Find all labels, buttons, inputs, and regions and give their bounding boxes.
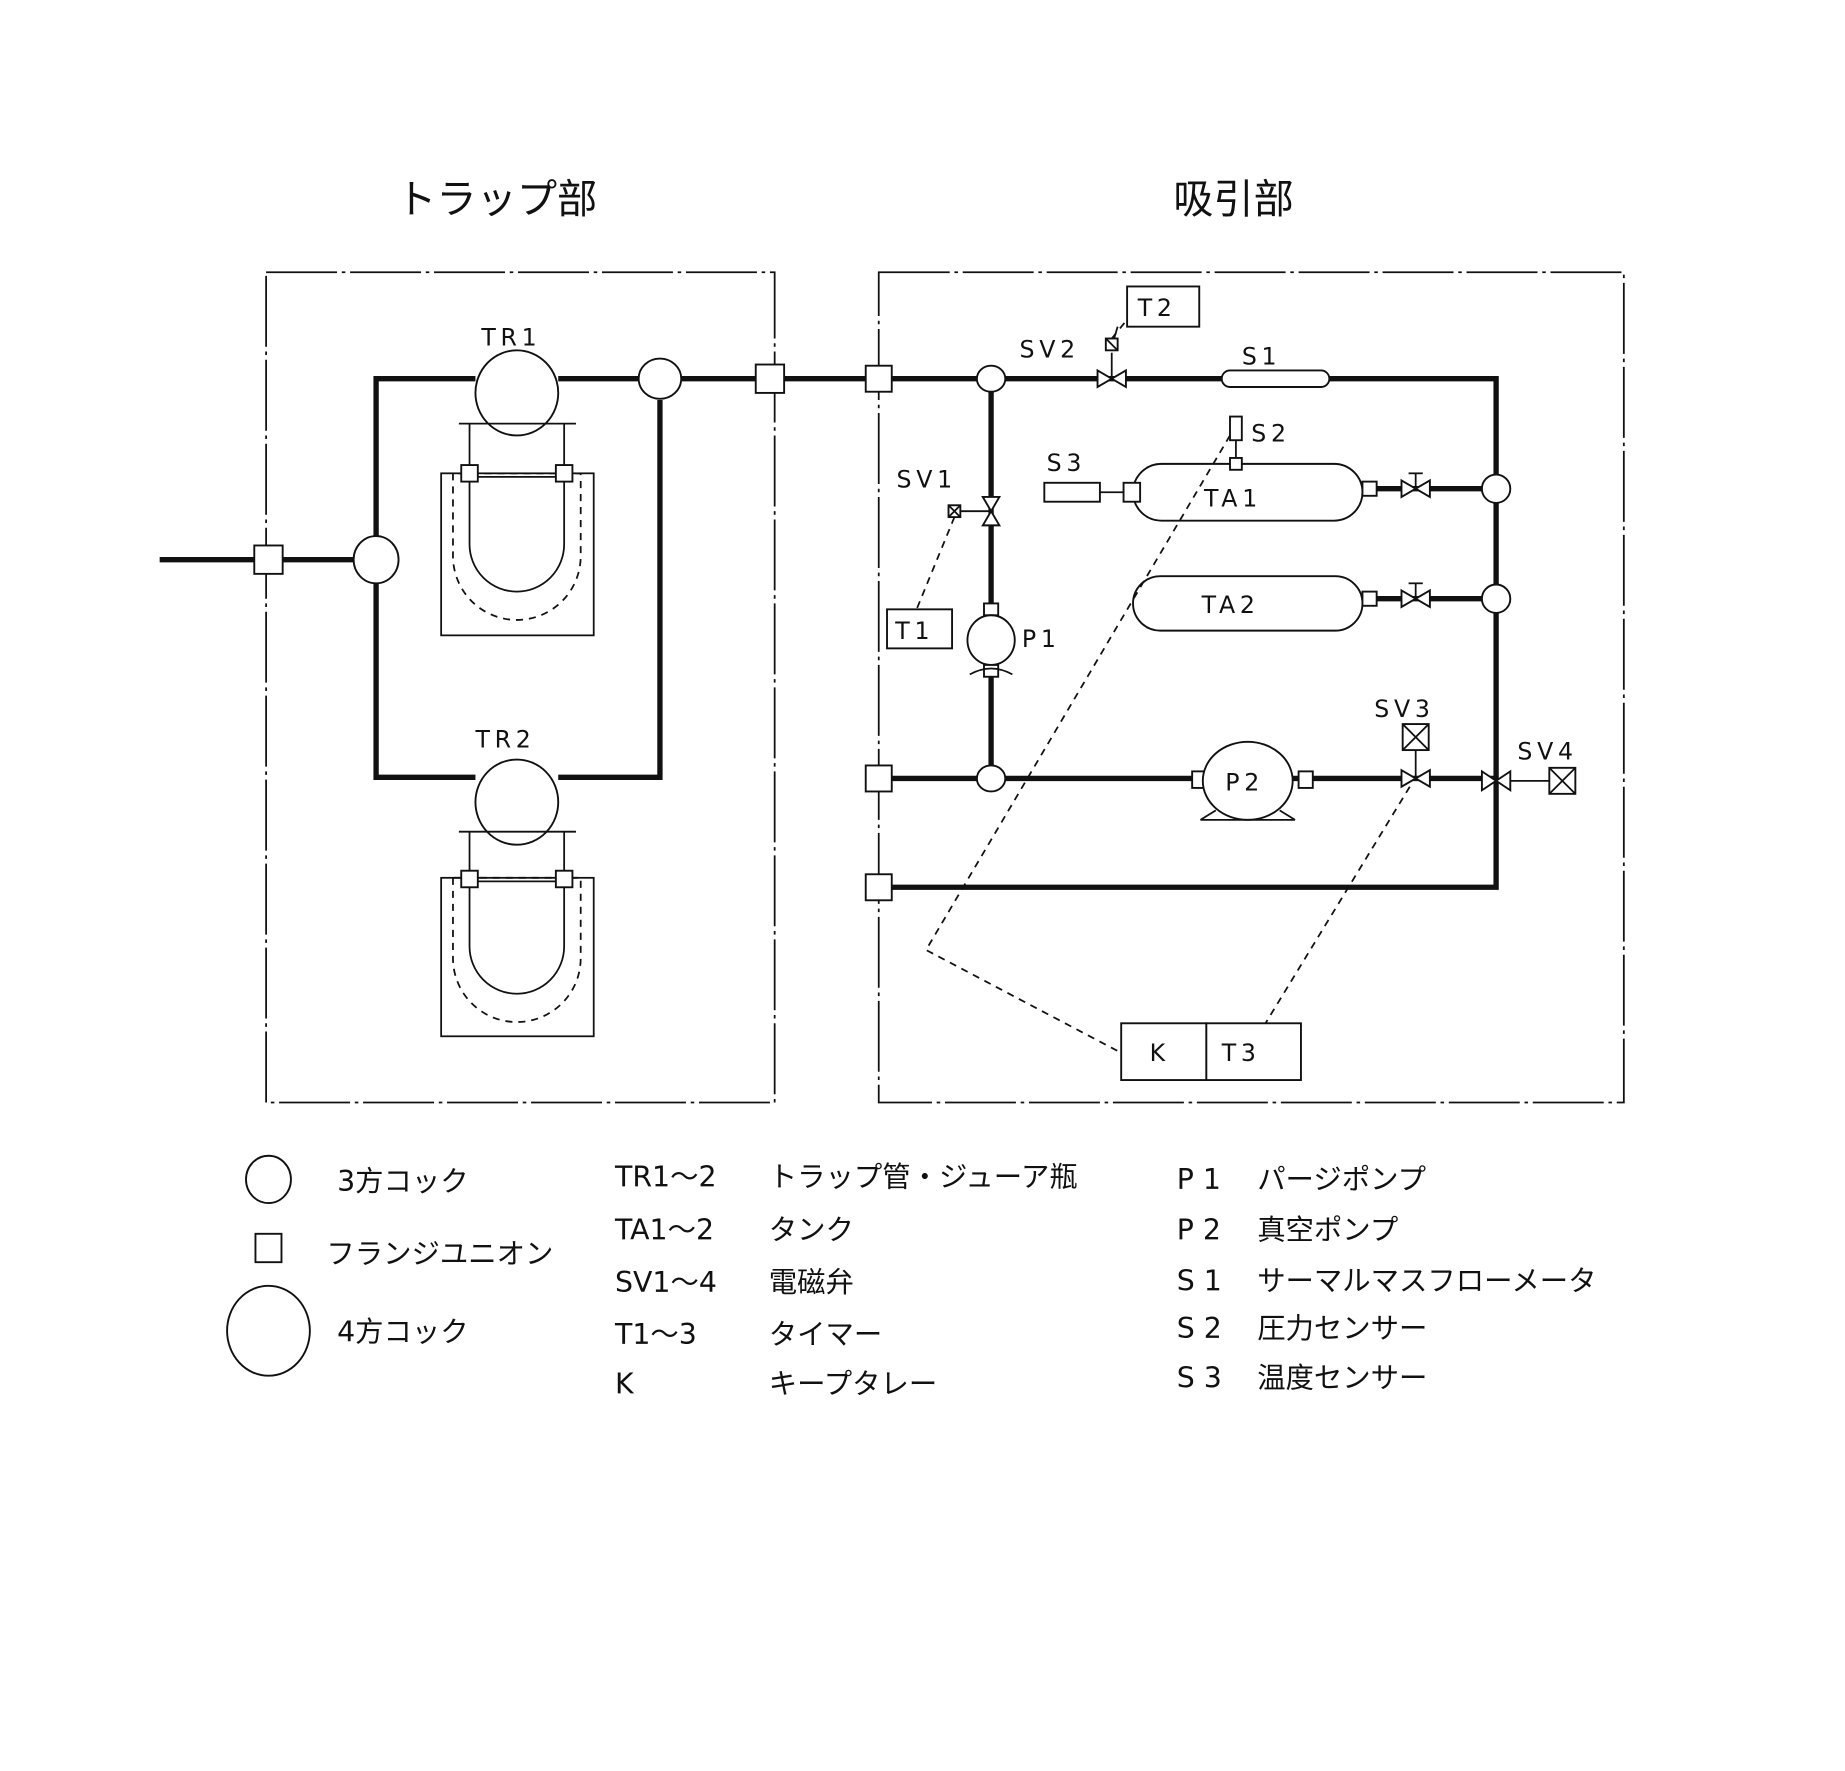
p2-label: P2: [1225, 768, 1264, 796]
flange-union: [460, 464, 479, 483]
legend-symbol-text: 3方コック: [337, 1165, 469, 1198]
tr1-four-way-cock: [474, 349, 560, 437]
control-line-t1: [915, 516, 956, 610]
tr1-label: TR1: [480, 324, 541, 352]
flange-union: [864, 764, 893, 793]
legend-desc: 圧力センサー: [1257, 1312, 1427, 1345]
keep-relay-k-box: [1120, 1022, 1208, 1081]
suction-section-title: 吸引部: [1173, 177, 1294, 223]
t1-label: T1: [894, 617, 934, 645]
legend-code: P 1: [1177, 1163, 1221, 1196]
trap-section-title: トラップ部: [396, 177, 597, 223]
k-label: K: [1150, 1039, 1170, 1067]
timer-t1-box: [886, 608, 954, 650]
s3-label: S3: [1047, 449, 1087, 477]
t2-label: T2: [1137, 294, 1177, 322]
trap-tr1: TR1: [440, 324, 595, 637]
solenoid-valve-sv2: SV2: [1019, 326, 1127, 389]
fitting: [1361, 590, 1378, 607]
solenoid-valve-sv3: [1400, 768, 1431, 789]
legend-code: S 1: [1177, 1265, 1222, 1298]
sv2-label: SV2: [1019, 335, 1079, 363]
s1-label: S1: [1242, 343, 1282, 371]
ta1-label: TA1: [1203, 484, 1262, 512]
timer-t2-box: [1126, 285, 1201, 328]
sv3-label: SV3: [1374, 695, 1434, 723]
control-line-k: [924, 435, 1231, 1054]
three-way-cock: [975, 364, 1007, 393]
s2-label: S2: [1251, 419, 1291, 447]
trap-section-frame: [265, 271, 776, 1104]
legend-desc: 真空ポンプ: [1257, 1214, 1398, 1247]
legend-flange-union-icon: [254, 1232, 283, 1264]
legend-desc: 電磁弁: [769, 1266, 854, 1299]
trap-piping: [159, 376, 879, 780]
flange-union: [554, 464, 574, 483]
legend-code: P 2: [1177, 1214, 1221, 1247]
sv1-label: SV1: [896, 466, 956, 494]
pressure-sensor-s2: [1229, 415, 1243, 442]
sv4-label: SV4: [1517, 738, 1577, 766]
dewar-vessel: [440, 876, 595, 1038]
flange-union: [253, 544, 284, 575]
legend-code: S 3: [1177, 1362, 1222, 1395]
legend-desc: タイマー: [769, 1318, 883, 1351]
four-way-cock: [352, 535, 400, 585]
temperature-sensor-s3: [1043, 481, 1101, 503]
mass-flow-meter-s1: [1220, 369, 1331, 388]
flange-union: [864, 873, 893, 902]
legend-code: TR1～2: [614, 1160, 717, 1193]
suction-section-frame: [877, 271, 1625, 1104]
flange-union: [460, 869, 479, 889]
flange-union: [554, 869, 574, 889]
ta2-label: TA2: [1201, 591, 1260, 619]
legend-code: SV1～4: [615, 1266, 717, 1299]
control-line-t3: [1264, 786, 1411, 1024]
three-way-cock: [637, 357, 683, 400]
purge-pump-p1: [966, 614, 1016, 666]
three-way-cock: [1480, 583, 1512, 614]
trap-tr2: TR2: [440, 726, 595, 1038]
three-way-cock: [1480, 473, 1512, 504]
t3-label: T3: [1221, 1039, 1261, 1067]
legend-three-way-cock-icon: [245, 1154, 292, 1204]
flange-union: [864, 364, 893, 393]
legend-desc: タンク: [769, 1214, 854, 1247]
legend-symbol-text: 4方コック: [337, 1315, 469, 1348]
legend-code: S 2: [1177, 1312, 1222, 1345]
flange-union: [754, 363, 786, 394]
manual-valve: [1400, 588, 1431, 609]
fitting: [1361, 480, 1378, 497]
three-way-cock: [975, 764, 1007, 793]
legend-desc: キープタレー: [769, 1367, 938, 1400]
legend-desc: サーマルマスフローメータ: [1257, 1265, 1596, 1298]
legend-code: K: [615, 1367, 635, 1400]
legend-desc: トラップ管・ジューア瓶: [769, 1160, 1078, 1193]
legend-desc: 温度センサー: [1257, 1362, 1427, 1395]
legend-four-way-cock-icon: [226, 1284, 311, 1377]
legend-code: T1～3: [614, 1318, 697, 1351]
legend-code: TA1～2: [614, 1214, 714, 1247]
tr2-label: TR2: [474, 726, 535, 754]
solenoid-valve-sv4: [1480, 769, 1512, 793]
dewar-vessel: [440, 472, 595, 637]
legend: 3方コック フランジユニオン 4方コック TR1～2 トラップ管・ジューア瓶 T…: [226, 1154, 1597, 1400]
p1-label: P1: [1022, 625, 1061, 653]
control-line-t2: [1111, 319, 1128, 340]
timer-t3-box: [1205, 1022, 1302, 1081]
legend-symbol-text: フランジユニオン: [326, 1237, 553, 1270]
legend-desc: パージポンプ: [1257, 1163, 1426, 1196]
tr2-four-way-cock: [474, 758, 560, 846]
